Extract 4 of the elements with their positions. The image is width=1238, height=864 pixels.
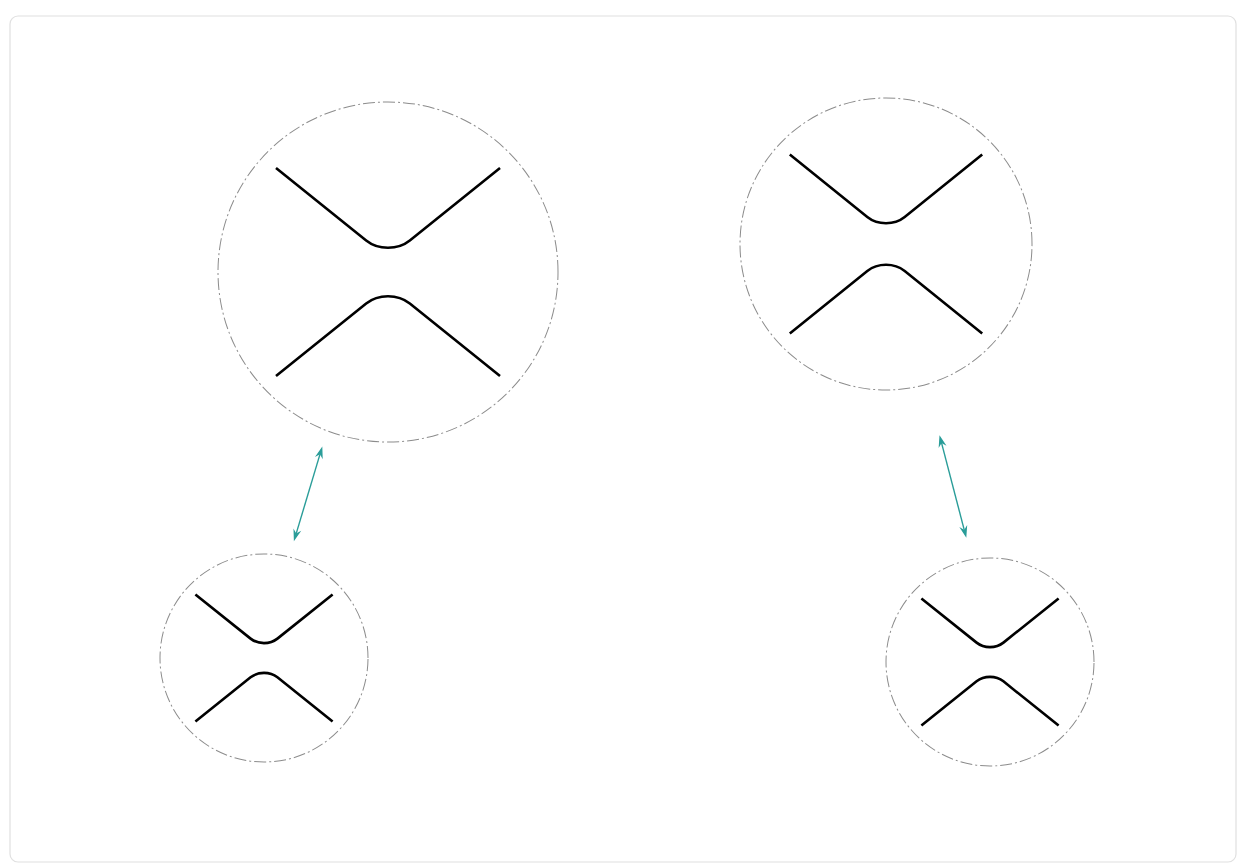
detail-circle — [739, 97, 1033, 391]
detail-circle — [217, 101, 559, 443]
detail-circle — [159, 553, 369, 763]
detail-circle — [885, 557, 1095, 767]
